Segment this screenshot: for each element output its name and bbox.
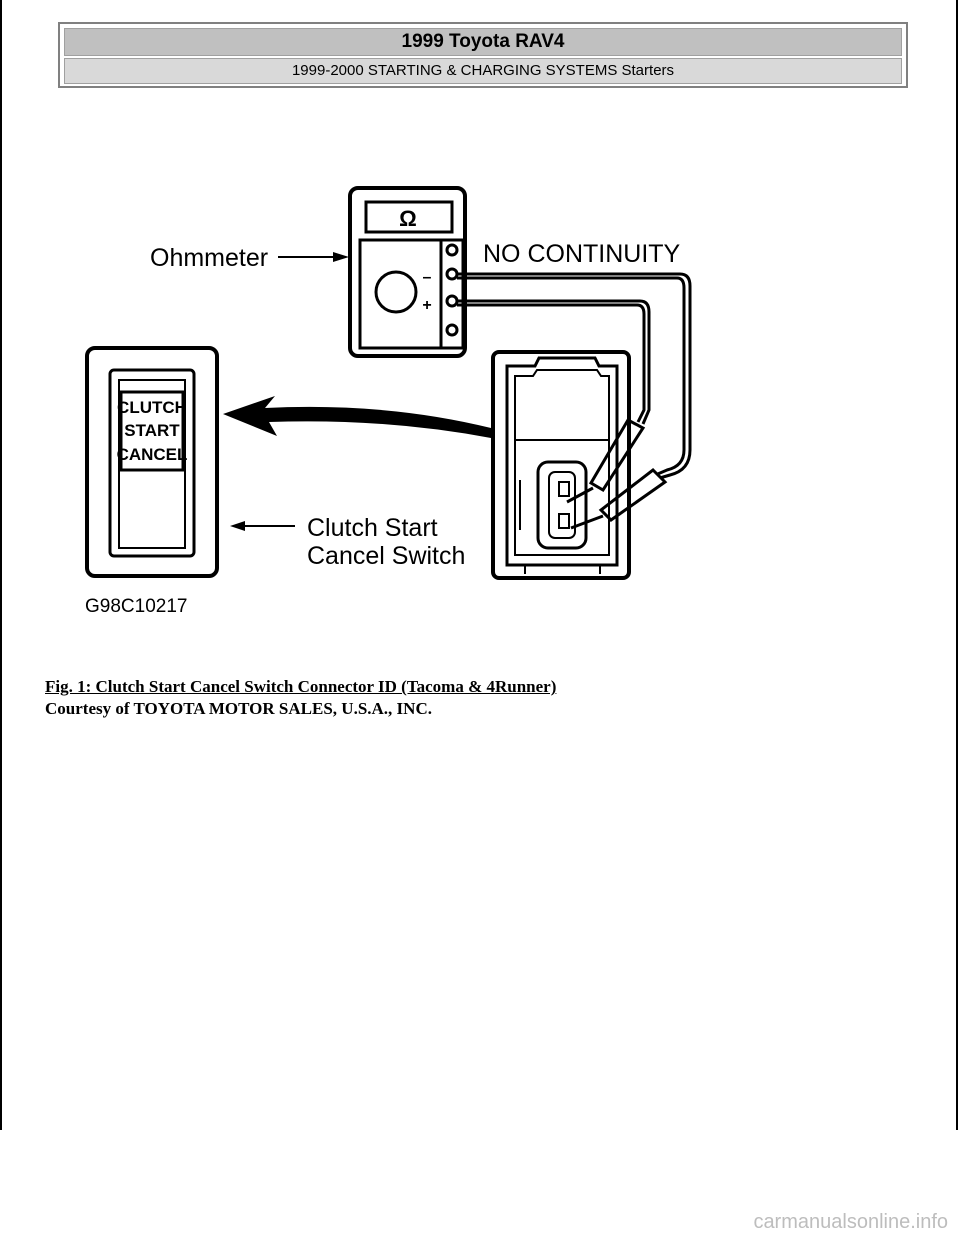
ohmmeter-label: Ohmmeter xyxy=(150,244,268,272)
figure-caption-title: Fig. 1: Clutch Start Cancel Switch Conne… xyxy=(45,677,557,696)
diagram-svg: Ω – + Ohmmeter NO CONTINUITY xyxy=(85,186,692,617)
minus-label: – xyxy=(423,269,432,286)
ohm-symbol: Ω xyxy=(399,206,417,231)
connector-plug xyxy=(536,460,588,550)
document-subtitle: 1999-2000 STARTING & CHARGING SYSTEMS St… xyxy=(64,58,902,84)
switch-text-line2: START xyxy=(124,421,180,440)
switch-label-arrow xyxy=(230,521,295,531)
terminal-minus xyxy=(445,267,459,281)
ohmmeter-dial xyxy=(374,270,418,314)
ohmmeter xyxy=(348,186,467,358)
switch-bezel xyxy=(85,346,219,578)
figure-caption-credit: Courtesy of TOYOTA MOTOR SALES, U.S.A., … xyxy=(45,699,432,718)
ohmmeter-body xyxy=(348,186,467,358)
ohmmeter-panel xyxy=(358,238,465,350)
connector-pin-1 xyxy=(558,481,570,497)
switch-label-line1: Clutch Start xyxy=(307,514,438,542)
document-title: 1999 Toyota RAV4 xyxy=(64,28,902,56)
diagram-figure: Ω – + Ohmmeter NO CONTINUITY xyxy=(55,170,715,630)
terminal-plus xyxy=(445,294,459,308)
page-frame xyxy=(0,0,958,1130)
switch-button xyxy=(108,368,196,558)
watermark: carmanualsonline.info xyxy=(753,1211,948,1233)
connector-housing xyxy=(491,350,631,580)
switch-label-line2: Cancel Switch xyxy=(307,542,465,570)
terminal-1 xyxy=(445,243,459,257)
switch-text-line1: CLUTCH xyxy=(117,398,187,417)
big-arrow xyxy=(223,396,491,438)
ohmmeter-arrow xyxy=(278,252,349,262)
ohmmeter-display xyxy=(364,200,454,234)
connector-pin-2 xyxy=(558,513,570,529)
probe-leads xyxy=(457,272,692,482)
switch-label-box xyxy=(119,390,185,472)
plus-label: + xyxy=(422,297,431,314)
figure-id: G98C10217 xyxy=(85,596,187,617)
switch-connector xyxy=(491,350,631,580)
no-continuity-label: NO CONTINUITY xyxy=(483,240,681,268)
switch-text-line3: CANCEL xyxy=(117,445,188,464)
figure-caption: Fig. 1: Clutch Start Cancel Switch Conne… xyxy=(45,676,556,720)
clutch-start-cancel-switch xyxy=(85,346,219,578)
terminal-4 xyxy=(445,323,459,337)
document-header: 1999 Toyota RAV4 1999-2000 STARTING & CH… xyxy=(58,22,908,88)
